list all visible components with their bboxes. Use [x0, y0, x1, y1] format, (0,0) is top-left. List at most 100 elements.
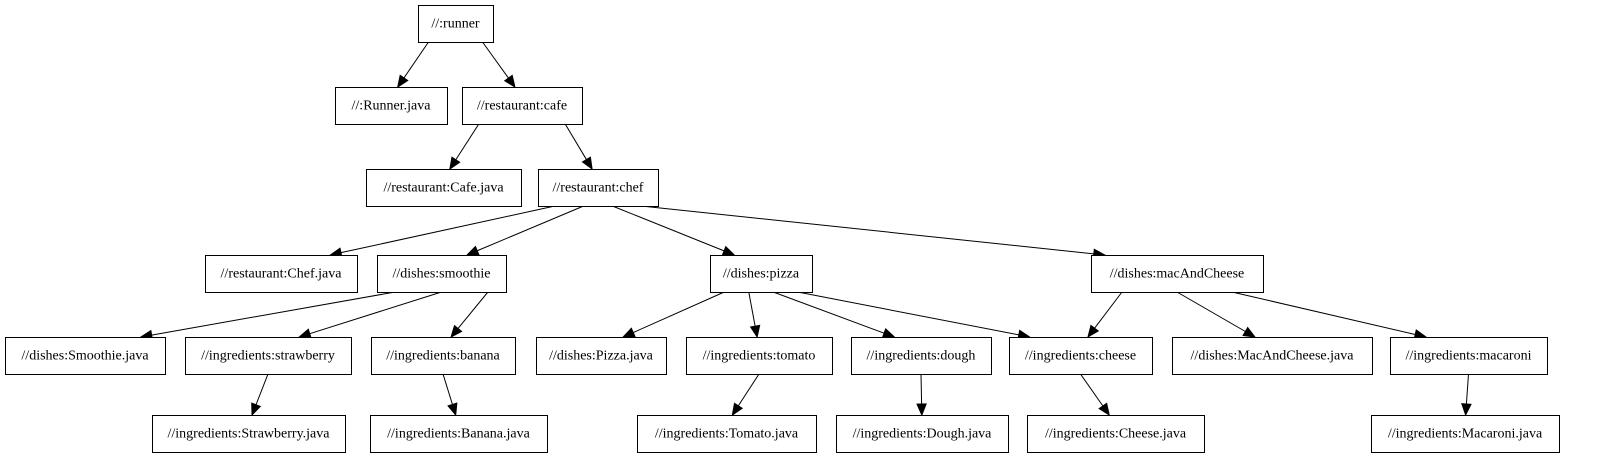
- node-label-dishes_smoothie: //dishes:smoothie: [393, 267, 491, 282]
- arrowhead-ing_tomato-to-tomato_java: [731, 402, 744, 417]
- graph-node-runner_java[interactable]: //:Runner.java: [335, 87, 448, 125]
- edge-restaurant_chef-to-dishes_pizza: [612, 205, 725, 252]
- node-box-banana_java: [370, 415, 548, 453]
- node-box-restaurant_cafe: [462, 87, 583, 125]
- graph-node-runner[interactable]: //:runner: [418, 5, 494, 43]
- edge-dishes_smoothie-to-ing_banana: [457, 291, 489, 329]
- graph-node-restaurant_cafe[interactable]: //restaurant:cafe: [462, 87, 583, 125]
- node-label-cheese_java: //ingredients:Cheese.java: [1045, 427, 1187, 442]
- graph-node-pizza_java[interactable]: //dishes:Pizza.java: [536, 337, 667, 375]
- node-box-macaroni_java: [1371, 415, 1560, 453]
- graph-node-mac_java[interactable]: //dishes:MacAndCheese.java: [1172, 337, 1373, 375]
- arrowhead-restaurant_chef-to-dishes_smoothie: [465, 245, 480, 256]
- graph-node-ing_macaroni[interactable]: //ingredients:macaroni: [1390, 337, 1548, 375]
- node-label-banana_java: //ingredients:Banana.java: [387, 427, 530, 442]
- arrowhead-dishes_mac-to-mac_java: [1242, 326, 1257, 338]
- node-box-ing_cheese: [1009, 337, 1153, 375]
- graph-node-dough_java[interactable]: //ingredients:Dough.java: [836, 415, 1009, 453]
- arrowhead-ing_macaroni-to-macaroni_java: [1461, 403, 1472, 417]
- graph-node-banana_java[interactable]: //ingredients:Banana.java: [370, 415, 548, 453]
- node-box-ing_tomato: [686, 337, 833, 375]
- node-label-ing_banana: //ingredients:banana: [386, 349, 500, 364]
- node-label-ing_macaroni: //ingredients:macaroni: [1406, 349, 1532, 364]
- node-box-strawberry_java: [152, 415, 346, 453]
- graph-node-ing_strawberry[interactable]: //ingredients:strawberry: [185, 337, 352, 375]
- edge-restaurant_cafe-to-restaurant_chef: [564, 123, 587, 160]
- graph-node-ing_dough[interactable]: //ingredients:dough: [851, 337, 992, 375]
- node-label-runner_java: //:Runner.java: [352, 99, 432, 114]
- node-box-pizza_java: [536, 337, 667, 375]
- edge-ing_strawberry-to-strawberry_java: [255, 373, 269, 405]
- arrowhead-restaurant_chef-to-dishes_pizza: [721, 245, 736, 256]
- edge-ing_dough-to-dough_java: [920, 373, 923, 405]
- node-box-cheese_java: [1027, 415, 1205, 453]
- node-box-mac_java: [1172, 337, 1373, 375]
- arrowhead-dishes_pizza-to-ing_dough: [881, 327, 896, 339]
- edge-dishes_mac-to-mac_java: [1176, 291, 1246, 332]
- arrowhead-ing_strawberry-to-strawberry_java: [251, 402, 262, 417]
- node-label-pizza_java: //dishes:Pizza.java: [549, 349, 654, 364]
- graph-node-smoothie_java[interactable]: //dishes:Smoothie.java: [5, 337, 166, 375]
- graph-node-ing_tomato[interactable]: //ingredients:tomato: [686, 337, 833, 375]
- graph-node-strawberry_java[interactable]: //ingredients:Strawberry.java: [152, 415, 346, 453]
- node-box-dishes_smoothie: [377, 255, 507, 293]
- node-label-dishes_mac: //dishes:macAndCheese: [1110, 267, 1245, 282]
- graph-node-macaroni_java[interactable]: //ingredients:Macaroni.java: [1371, 415, 1560, 453]
- edge-restaurant_chef-to-dishes_smoothie: [477, 205, 584, 252]
- edge-dishes_pizza-to-ing_tomato: [748, 291, 756, 327]
- edge-ing_tomato-to-tomato_java: [737, 373, 760, 407]
- node-box-runner: [418, 5, 494, 43]
- node-label-restaurant_cafe: //restaurant:cafe: [477, 99, 567, 114]
- node-label-mac_java: //dishes:MacAndCheese.java: [1191, 349, 1355, 364]
- node-box-dough_java: [836, 415, 1009, 453]
- arrowhead-runner-to-restaurant_cafe: [503, 74, 516, 89]
- node-label-chef_java: //restaurant:Chef.java: [221, 267, 343, 282]
- node-box-tomato_java: [637, 415, 817, 453]
- node-label-ing_cheese: //ingredients:cheese: [1025, 349, 1136, 364]
- arrowhead-dishes_pizza-to-pizza_java: [622, 327, 636, 338]
- graph-node-restaurant_chef[interactable]: //restaurant:chef: [538, 169, 659, 207]
- arrowhead-runner-to-runner_java: [397, 74, 409, 89]
- node-box-chef_java: [205, 255, 358, 293]
- node-label-dishes_pizza: //dishes:pizza: [723, 267, 800, 282]
- node-box-restaurant_chef: [538, 169, 659, 207]
- node-label-runner: //:runner: [431, 17, 480, 32]
- edge-dishes_pizza-to-pizza_java: [633, 291, 725, 333]
- node-box-ing_strawberry: [185, 337, 352, 375]
- graph-node-tomato_java[interactable]: //ingredients:Tomato.java: [637, 415, 817, 453]
- node-box-cafe_java: [366, 169, 522, 207]
- edge-dishes_smoothie-to-smoothie_java: [151, 291, 396, 336]
- node-label-ing_dough: //ingredients:dough: [867, 349, 976, 364]
- graph-node-dishes_pizza[interactable]: //dishes:pizza: [710, 255, 813, 293]
- arrowhead-restaurant_cafe-to-cafe_java: [449, 156, 461, 171]
- node-box-ing_macaroni: [1390, 337, 1548, 375]
- node-label-ing_strawberry: //ingredients:strawberry: [201, 349, 335, 364]
- node-label-strawberry_java: //ingredients:Strawberry.java: [168, 427, 331, 442]
- graph-node-ing_cheese[interactable]: //ingredients:cheese: [1009, 337, 1153, 375]
- node-label-restaurant_chef: //restaurant:chef: [553, 181, 644, 196]
- node-box-smoothie_java: [5, 337, 166, 375]
- arrowhead-restaurant_cafe-to-restaurant_chef: [581, 156, 593, 171]
- edge-restaurant_chef-to-chef_java: [340, 205, 555, 254]
- graph-node-cheese_java[interactable]: //ingredients:Cheese.java: [1027, 415, 1205, 453]
- node-label-cafe_java: //restaurant:Cafe.java: [383, 181, 504, 196]
- graph-node-dishes_mac[interactable]: //dishes:macAndCheese: [1091, 255, 1264, 293]
- edge-restaurant_cafe-to-cafe_java: [455, 123, 480, 161]
- arrowhead-ing_banana-to-banana_java: [447, 402, 458, 417]
- edge-dishes_pizza-to-ing_dough: [773, 291, 885, 334]
- node-box-ing_dough: [851, 337, 992, 375]
- graph-node-dishes_smoothie[interactable]: //dishes:smoothie: [377, 255, 507, 293]
- arrowhead-dishes_smoothie-to-ing_banana: [450, 324, 463, 339]
- edge-runner-to-runner_java: [403, 41, 429, 79]
- edge-dishes_pizza-to-ing_cheese: [797, 291, 1019, 336]
- node-box-runner_java: [335, 87, 448, 125]
- graph-node-chef_java[interactable]: //restaurant:Chef.java: [205, 255, 358, 293]
- edge-dishes_mac-to-ing_cheese: [1094, 291, 1123, 329]
- edge-ing_cheese-to-cheese_java: [1080, 373, 1104, 407]
- node-label-ing_tomato: //ingredients:tomato: [703, 349, 816, 364]
- edge-dishes_mac-to-ing_macaroni: [1231, 291, 1416, 335]
- edge-runner-to-restaurant_cafe: [482, 41, 509, 79]
- graph-node-ing_banana[interactable]: //ingredients:banana: [371, 337, 516, 375]
- graph-node-cafe_java[interactable]: //restaurant:Cafe.java: [366, 169, 522, 207]
